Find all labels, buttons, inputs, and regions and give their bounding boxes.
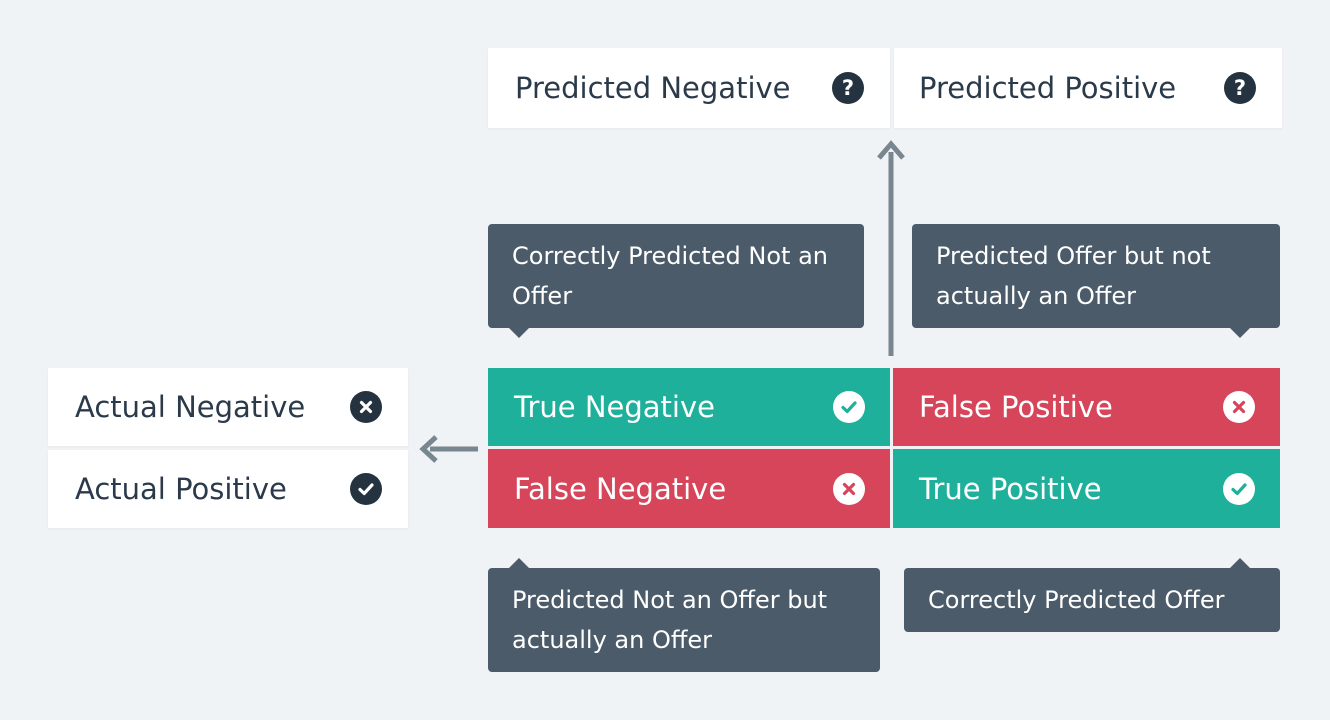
question-icon[interactable]: ? <box>1224 72 1256 104</box>
cell-label: False Positive <box>919 390 1113 424</box>
tooltip-true-negative: Correctly Predicted Not an Offer <box>488 224 864 338</box>
row-header-label: Actual Negative <box>75 390 306 424</box>
cell-label: True Positive <box>919 471 1102 506</box>
tooltip-text: Correctly Predicted Offer <box>928 586 1225 614</box>
cell-label: True Negative <box>514 390 715 424</box>
cell-true-positive[interactable]: True Positive <box>893 449 1280 528</box>
row-header-label: Actual Positive <box>75 472 287 506</box>
column-header-label: Predicted Positive <box>919 71 1177 105</box>
cell-false-negative[interactable]: False Negative <box>488 449 890 528</box>
check-icon <box>1223 472 1255 505</box>
tooltip-true-positive: Correctly Predicted Offer <box>904 558 1280 632</box>
tooltip-text: Predicted Not an Offer but actually an O… <box>512 586 828 654</box>
cell-true-negative[interactable]: True Negative <box>488 368 890 446</box>
row-header-actual-negative: Actual Negative <box>48 368 408 446</box>
row-header-actual-positive: Actual Positive <box>48 450 408 528</box>
tooltip-text: Predicted Offer but not actually an Offe… <box>936 242 1211 310</box>
question-icon[interactable]: ? <box>832 72 864 104</box>
tooltip-false-negative: Predicted Not an Offer but actually an O… <box>488 558 880 672</box>
x-icon <box>350 391 382 423</box>
up-arrow-icon <box>877 140 905 356</box>
left-arrow-icon <box>419 435 478 463</box>
cell-false-positive[interactable]: False Positive <box>893 368 1280 446</box>
x-icon <box>1223 391 1255 423</box>
column-header-predicted-positive: Predicted Positive ? <box>894 48 1282 128</box>
check-icon <box>350 473 382 505</box>
tooltip-text: Correctly Predicted Not an Offer <box>512 242 828 310</box>
tooltip-false-positive: Predicted Offer but not actually an Offe… <box>912 224 1280 338</box>
x-icon <box>833 472 865 505</box>
svg-text:?: ? <box>1234 76 1246 100</box>
svg-text:?: ? <box>842 76 854 100</box>
column-header-predicted-negative: Predicted Negative ? <box>488 48 890 128</box>
cell-label: False Negative <box>514 471 727 506</box>
column-header-label: Predicted Negative <box>515 71 791 105</box>
check-icon <box>833 391 865 423</box>
